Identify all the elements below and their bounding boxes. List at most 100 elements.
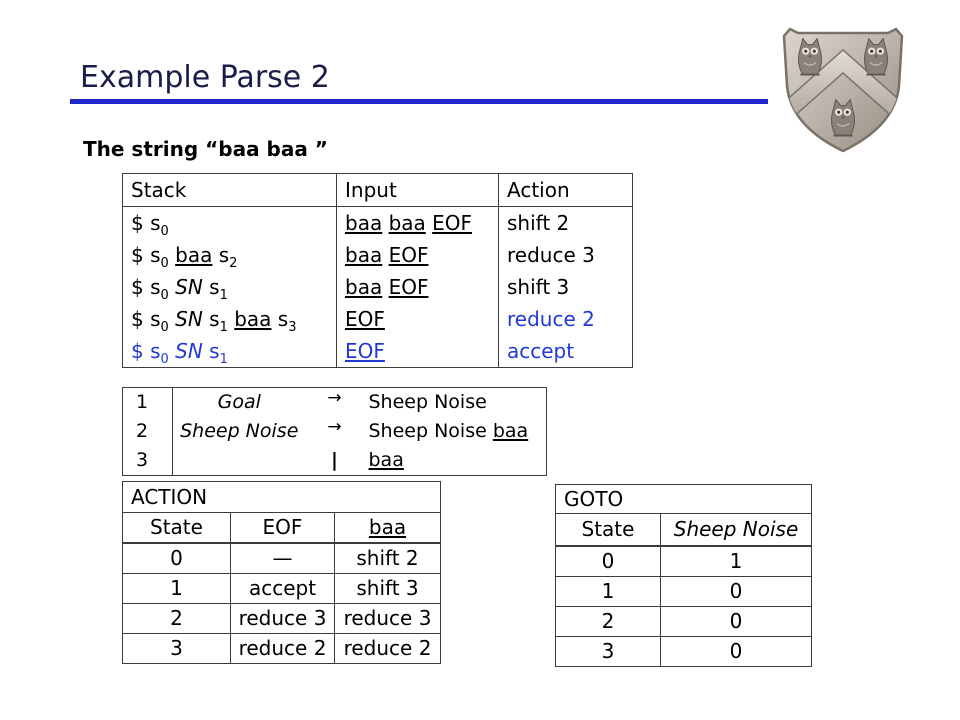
text-segment: s	[202, 306, 220, 331]
input-cell: baa EOF	[336, 239, 499, 271]
goto-entry-cell: 0	[659, 606, 813, 637]
action-cell: shift 3	[498, 271, 633, 303]
text-segment: $ s	[131, 274, 161, 299]
slide-subtitle: The string “baa baa ”	[83, 137, 328, 161]
action-cell: shift 2	[498, 206, 633, 239]
slide-title: Example Parse 2	[80, 60, 330, 95]
terminal-symbol: EOF	[388, 242, 429, 267]
state-cell: 1	[555, 576, 661, 607]
state-subscript: 0	[160, 319, 169, 335]
crest-chevron	[784, 48, 902, 129]
input-cell: EOF	[336, 303, 499, 335]
action-entry-cell: reduce 3	[230, 603, 335, 634]
state-cell: 3	[555, 636, 661, 667]
terminal-symbol: EOF	[388, 274, 429, 299]
action-column-header: EOF	[230, 512, 335, 544]
action-entry-cell: shift 3	[334, 573, 441, 604]
action-column-header: baa	[334, 512, 441, 544]
input-cell: baa baa EOF	[336, 206, 499, 239]
action-cell: accept	[498, 335, 633, 368]
input-column-header: Input	[336, 173, 499, 207]
state-subscript: 0	[160, 255, 169, 271]
action-table-head: ACTION State EOF baa	[122, 481, 441, 544]
goto-entry-cell: 0	[659, 576, 813, 607]
stack-cell: $ s0 baa s2	[122, 239, 337, 271]
nonterminal-symbol: Goal	[217, 390, 261, 413]
goto-column-header: Sheep Noise	[659, 513, 813, 547]
action-entry-cell: accept	[230, 573, 335, 604]
action-entry-cell: —	[230, 542, 335, 574]
stack-cell: $ s0 SN s1 baa s3	[122, 303, 337, 335]
terminal-symbol: baa	[492, 419, 529, 442]
text-segment: EOF	[262, 515, 303, 539]
text-segment: reduce 2	[507, 306, 595, 331]
text-segment: s	[212, 242, 230, 267]
input-cell: EOF	[336, 335, 499, 368]
alternative-bar: |	[331, 448, 338, 471]
parse-table-header-row: Stack Input Action	[122, 173, 633, 207]
terminal-symbol: baa	[368, 448, 404, 471]
terminal-symbol: baa	[388, 210, 426, 235]
terminal-symbol: EOF	[345, 338, 385, 363]
production-rhs: Sheep Noise	[364, 388, 547, 418]
stack-cell: $ s0	[122, 206, 337, 239]
goto-entry-cell: 1	[659, 545, 813, 577]
action-entry-cell: reduce 3	[334, 603, 441, 634]
action-table-row: 0—shift 2	[122, 542, 441, 574]
text-segment: s	[202, 338, 220, 363]
action-caption-row: ACTION	[122, 481, 441, 513]
state-subscript: 2	[229, 255, 238, 271]
production-rhs: baa	[364, 446, 547, 476]
action-table-caption: ACTION	[122, 481, 441, 513]
action-column-header: State	[122, 512, 231, 544]
text-segment: reduce 3	[507, 242, 595, 267]
state-subscript: 0	[160, 351, 169, 367]
goto-table-caption: GOTO	[554, 484, 813, 514]
state-cell: 0	[555, 545, 661, 577]
action-header-row: State EOF baa	[122, 512, 441, 544]
goto-column-header: State	[555, 513, 661, 547]
action-entry-cell: shift 2	[334, 542, 441, 574]
text-segment: $ s	[131, 210, 161, 235]
state-subscript: 0	[160, 223, 169, 239]
state-cell: 2	[555, 606, 661, 637]
title-underline-rule	[70, 99, 768, 104]
rice-owl-crest-icon	[782, 27, 904, 153]
production-lhs	[173, 446, 306, 476]
parse-table-head: Stack Input Action	[122, 173, 633, 207]
production-operator: →	[306, 388, 364, 418]
nonterminal-symbol: SN	[175, 306, 203, 331]
action-cell: reduce 3	[498, 239, 633, 271]
terminal-symbol: EOF	[345, 306, 385, 331]
terminal-symbol: EOF	[432, 210, 473, 235]
input-cell: baa EOF	[336, 271, 499, 303]
state-subscript: 1	[219, 351, 228, 367]
production-number: 3	[122, 446, 173, 476]
stack-cell: $ s0 SN s1	[122, 335, 337, 368]
action-entry-cell: reduce 2	[334, 633, 441, 664]
derives-arrow: →	[327, 387, 342, 408]
state-cell: 1	[122, 573, 231, 604]
production-lhs: Goal	[173, 388, 306, 418]
action-cell: reduce 2	[498, 303, 633, 335]
production-number: 2	[122, 417, 173, 446]
